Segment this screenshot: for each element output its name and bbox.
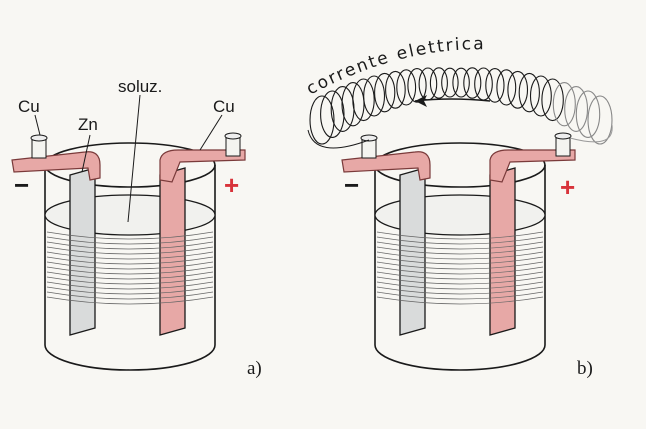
coil-loop (463, 67, 482, 99)
coil-loop (518, 72, 540, 113)
solution-line (46, 296, 214, 305)
solution-line (46, 266, 214, 275)
solution-line (376, 281, 544, 290)
coil-loop (396, 69, 417, 106)
cell-a (11, 132, 246, 371)
solution-line (46, 256, 214, 265)
coil-loop (507, 70, 529, 109)
solution-line (46, 246, 214, 255)
solution-line (46, 236, 214, 245)
label-zn: Zn (78, 115, 98, 134)
coil-loop (429, 67, 448, 99)
solution-line (46, 251, 214, 260)
solution-line (46, 281, 214, 290)
label-cu-left: Cu (18, 97, 40, 116)
current-arrow-icon (414, 95, 491, 107)
caption-b: b) (577, 358, 593, 379)
coil-loop (385, 70, 406, 109)
solution-line (376, 251, 544, 260)
coil-loop (529, 75, 552, 117)
solution-line (46, 276, 214, 285)
minus-sign-b: − (344, 170, 359, 200)
coil-loop (541, 78, 564, 122)
coil-loop (496, 69, 517, 106)
solution-line (46, 241, 214, 250)
coil-loop (341, 82, 365, 127)
coil-loop (452, 67, 470, 98)
solution-line (376, 246, 544, 255)
solution-line (376, 276, 544, 285)
coil-loop (309, 95, 335, 145)
plus-sign-b: + (560, 172, 575, 202)
solution-line (376, 256, 544, 265)
plus-sign-a: + (224, 170, 239, 200)
coil-loop (320, 90, 345, 138)
wire-coil (309, 67, 613, 145)
solution-line (376, 236, 544, 245)
coil-loop (374, 72, 396, 113)
solution-line (46, 261, 214, 270)
solution-line (46, 231, 214, 240)
coil-loop (485, 68, 505, 103)
label-solution: soluz. (118, 77, 162, 96)
coil-loop (552, 82, 576, 127)
wire-right (569, 124, 613, 143)
coil-loop (352, 78, 375, 122)
solution-line (376, 286, 544, 295)
wire-left (307, 129, 370, 149)
solution-line (376, 241, 544, 250)
solution-line (46, 271, 214, 280)
leader-cu-left (34, 114, 41, 136)
label-cu-right: Cu (213, 97, 235, 116)
coil-loop (441, 67, 459, 98)
solution-lines (46, 231, 544, 305)
coil-loop (564, 86, 589, 132)
caption-a: a) (247, 358, 262, 379)
solution-line (376, 266, 544, 275)
solution-line (376, 261, 544, 270)
leader-solution (127, 94, 141, 223)
coil-loop (587, 95, 613, 145)
solution-line (376, 231, 544, 240)
solution-line (46, 286, 214, 295)
solution-line (376, 296, 544, 305)
solution-line (46, 291, 214, 300)
leader-zn (81, 134, 91, 173)
minus-sign-a: − (14, 170, 29, 200)
solution-line (376, 291, 544, 300)
coil-loop (575, 90, 601, 138)
coil-loop (363, 75, 386, 117)
cell-b (341, 132, 576, 371)
leader-cu-right (199, 114, 223, 151)
coil-loop (407, 68, 427, 103)
solution-line (376, 271, 544, 280)
coil-loop (474, 67, 493, 101)
